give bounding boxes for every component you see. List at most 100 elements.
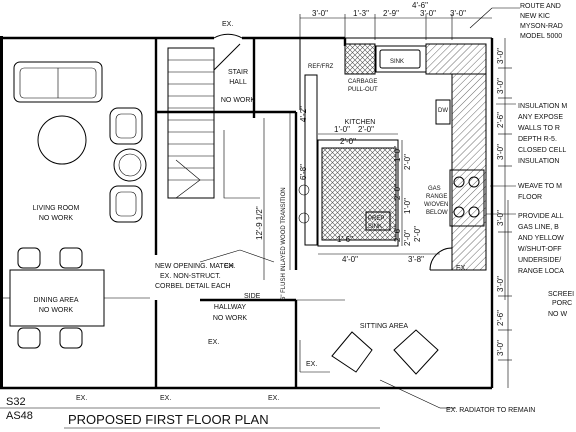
living-room-furniture	[13, 61, 147, 223]
provide-note-4: W/SHUT-OFF	[518, 246, 562, 253]
dim-hall-vertical: 12'-9 1/2"	[255, 206, 264, 240]
ex-label-hall: EX.	[208, 339, 219, 346]
provide-note-6: RANGE LOCA	[518, 268, 564, 275]
carbage-label-1: CARBAGE	[348, 79, 377, 85]
ref-label: REF/FRZ	[308, 64, 334, 70]
provide-note-5: UNDERSIDE/	[518, 257, 561, 264]
dim-top-5: 3'-0"	[420, 9, 436, 18]
porch-note: NO W	[548, 311, 567, 318]
new-opening-note-2: EX. NON-STRUCT.	[160, 273, 221, 280]
living-room-note: NO WORK	[39, 215, 74, 222]
dim-bottom-2: 3'-8"	[408, 255, 424, 264]
sitting-area-name: SITTING AREA	[360, 323, 409, 330]
insulation-note-1: INSULATION M	[518, 103, 567, 110]
sink-label: SINK	[390, 59, 404, 65]
dim-island-v-4: 1'-0"	[403, 198, 412, 214]
dim-right-3: 2'-6"	[496, 112, 505, 128]
gas-range-label-2: RANGE	[426, 194, 447, 200]
dim-right-7: 2'-6"	[496, 310, 505, 326]
ex-label-bottom-mid: EX.	[160, 395, 171, 402]
sheet-ref: AS48	[6, 410, 33, 422]
provide-note-3: AND YELLOW	[518, 235, 564, 242]
ex-label-sitting: EX.	[306, 361, 317, 368]
dim-right-8: 3'-0"	[496, 340, 505, 356]
route-note-3: MYSON-RAD	[520, 23, 563, 30]
dim-island-v-6: 2'-0"	[403, 230, 412, 246]
drawing-title: PROPOSED FIRST FLOOR PLAN	[68, 412, 269, 427]
porch-name-1: SCREEI	[548, 291, 574, 298]
radiator-note: EX. RADIATOR TO REMAIN	[446, 407, 535, 414]
dim-island-v-7: 2'-0"	[413, 226, 422, 242]
stair-hall-name-2: HALL	[229, 79, 247, 86]
ex-label-stair: EX.	[224, 263, 235, 270]
stair	[167, 33, 260, 199]
dim-island-top-2: 2'-0"	[358, 125, 374, 134]
insulation-note-5: CLOSED CELL	[518, 147, 566, 154]
dim-right-5: 3'-0"	[496, 210, 505, 226]
dim-top-6: 3'-0"	[450, 9, 466, 18]
carbage-label-2: PULL-OUT	[348, 87, 378, 93]
dining-area-name: DINING AREA	[33, 297, 78, 304]
porch-name-2: PORC	[552, 300, 572, 307]
dw-label: DW	[438, 108, 448, 114]
dim-island-v-1: 1'-0"	[393, 146, 402, 162]
dim-right-6: 3'-0"	[496, 276, 505, 292]
new-opening-note-4: SIDE	[244, 293, 261, 300]
sheet-number: S32	[6, 396, 26, 408]
weave-note-1: WEAVE TO M	[518, 183, 562, 190]
provide-note-2: GAS LINE, B	[518, 224, 559, 231]
stair-hall-name-1: STAIR	[228, 69, 248, 76]
new-opening-note-3: CORBEL DETAIL EACH	[155, 283, 231, 290]
dimension-labels: 3'-0" 1'-3" 2'-9" 4'-6" 3'-0" 3'-0" 1'-0…	[255, 1, 505, 356]
gas-range-label-1: GAS	[428, 186, 441, 192]
route-note-4: MODEL 5000	[520, 33, 562, 40]
insulation-note-6: INSULATION	[518, 158, 560, 165]
insulation-note-3: WALLS TO R	[518, 125, 560, 132]
dim-island-v-2: 2'-0"	[403, 154, 412, 170]
prep-sink-label-2: SINK	[368, 224, 382, 230]
kitchen-name: KITCHEN	[345, 119, 376, 126]
route-note-1: ROUTE AND	[520, 3, 561, 10]
annotation-notes: NEW OPENING. MATCH EX. NON-STRUCT. CORBE…	[155, 3, 567, 414]
dim-top-4: 4'-6"	[412, 1, 428, 10]
room-labels: LIVING ROOM NO WORK DINING AREA NO WORK …	[33, 69, 574, 330]
dim-bottom-1: 4'-0"	[342, 255, 358, 264]
ex-label-porch: EX.	[456, 265, 467, 272]
dim-right-4: 3'-0"	[496, 144, 505, 160]
hallway-name: HALLWAY	[214, 304, 246, 311]
stair-hall-note: NO WORK	[221, 97, 256, 104]
living-room-name: LIVING ROOM	[33, 205, 80, 212]
ex-label-bottom-left: EX.	[76, 395, 87, 402]
transition-label: 6" FLUSH INLAYED WOOD TRANSITION	[281, 187, 287, 300]
dim-small-1: 1'-6"	[337, 235, 353, 244]
insulation-note-2: ANY EXPOSE	[518, 114, 563, 121]
dining-furniture	[0, 247, 150, 349]
weave-note-2: FLOOR	[518, 194, 542, 201]
dim-top-2: 1'-3"	[353, 9, 369, 18]
dim-right-1: 3'-0"	[496, 48, 505, 64]
dining-area-note: NO WORK	[39, 307, 74, 314]
new-opening-note-1: NEW OPENING. MATCH	[155, 263, 234, 270]
dim-left-1: 4'-2"	[299, 106, 308, 122]
gas-range-label-4: BELOW	[426, 210, 448, 216]
dim-right-2: 3'-0"	[496, 78, 505, 94]
provide-note-1: PROVIDE ALL	[518, 213, 564, 220]
dim-top-3: 2'-9"	[383, 9, 399, 18]
ex-label-top: EX.	[222, 21, 233, 28]
dim-island-v-3: 2'-0"	[393, 184, 402, 200]
leader-lines	[0, 7, 520, 429]
hallway-note: NO WORK	[213, 315, 248, 322]
title-block: S32 AS48 PROPOSED FIRST FLOOR PLAN	[6, 396, 269, 427]
walls	[0, 36, 494, 390]
kitchen-layout	[296, 43, 487, 301]
ex-label-bottom-right: EX.	[268, 395, 279, 402]
insulation-note-4: DEPTH R-5.	[518, 136, 557, 143]
dimension-lines	[263, 14, 512, 388]
dim-left-2: 6'-8"	[299, 164, 308, 180]
dim-island-top-3: 2'-0"	[340, 137, 356, 146]
fixture-labels: EX. EX. EX. EX. EX. EX. EX. EX. SINK REF…	[76, 21, 467, 402]
dim-top-1: 3'-0"	[312, 9, 328, 18]
route-note-2: NEW KIC	[520, 13, 550, 20]
gas-range-label-3: W/OVEN	[424, 202, 448, 208]
